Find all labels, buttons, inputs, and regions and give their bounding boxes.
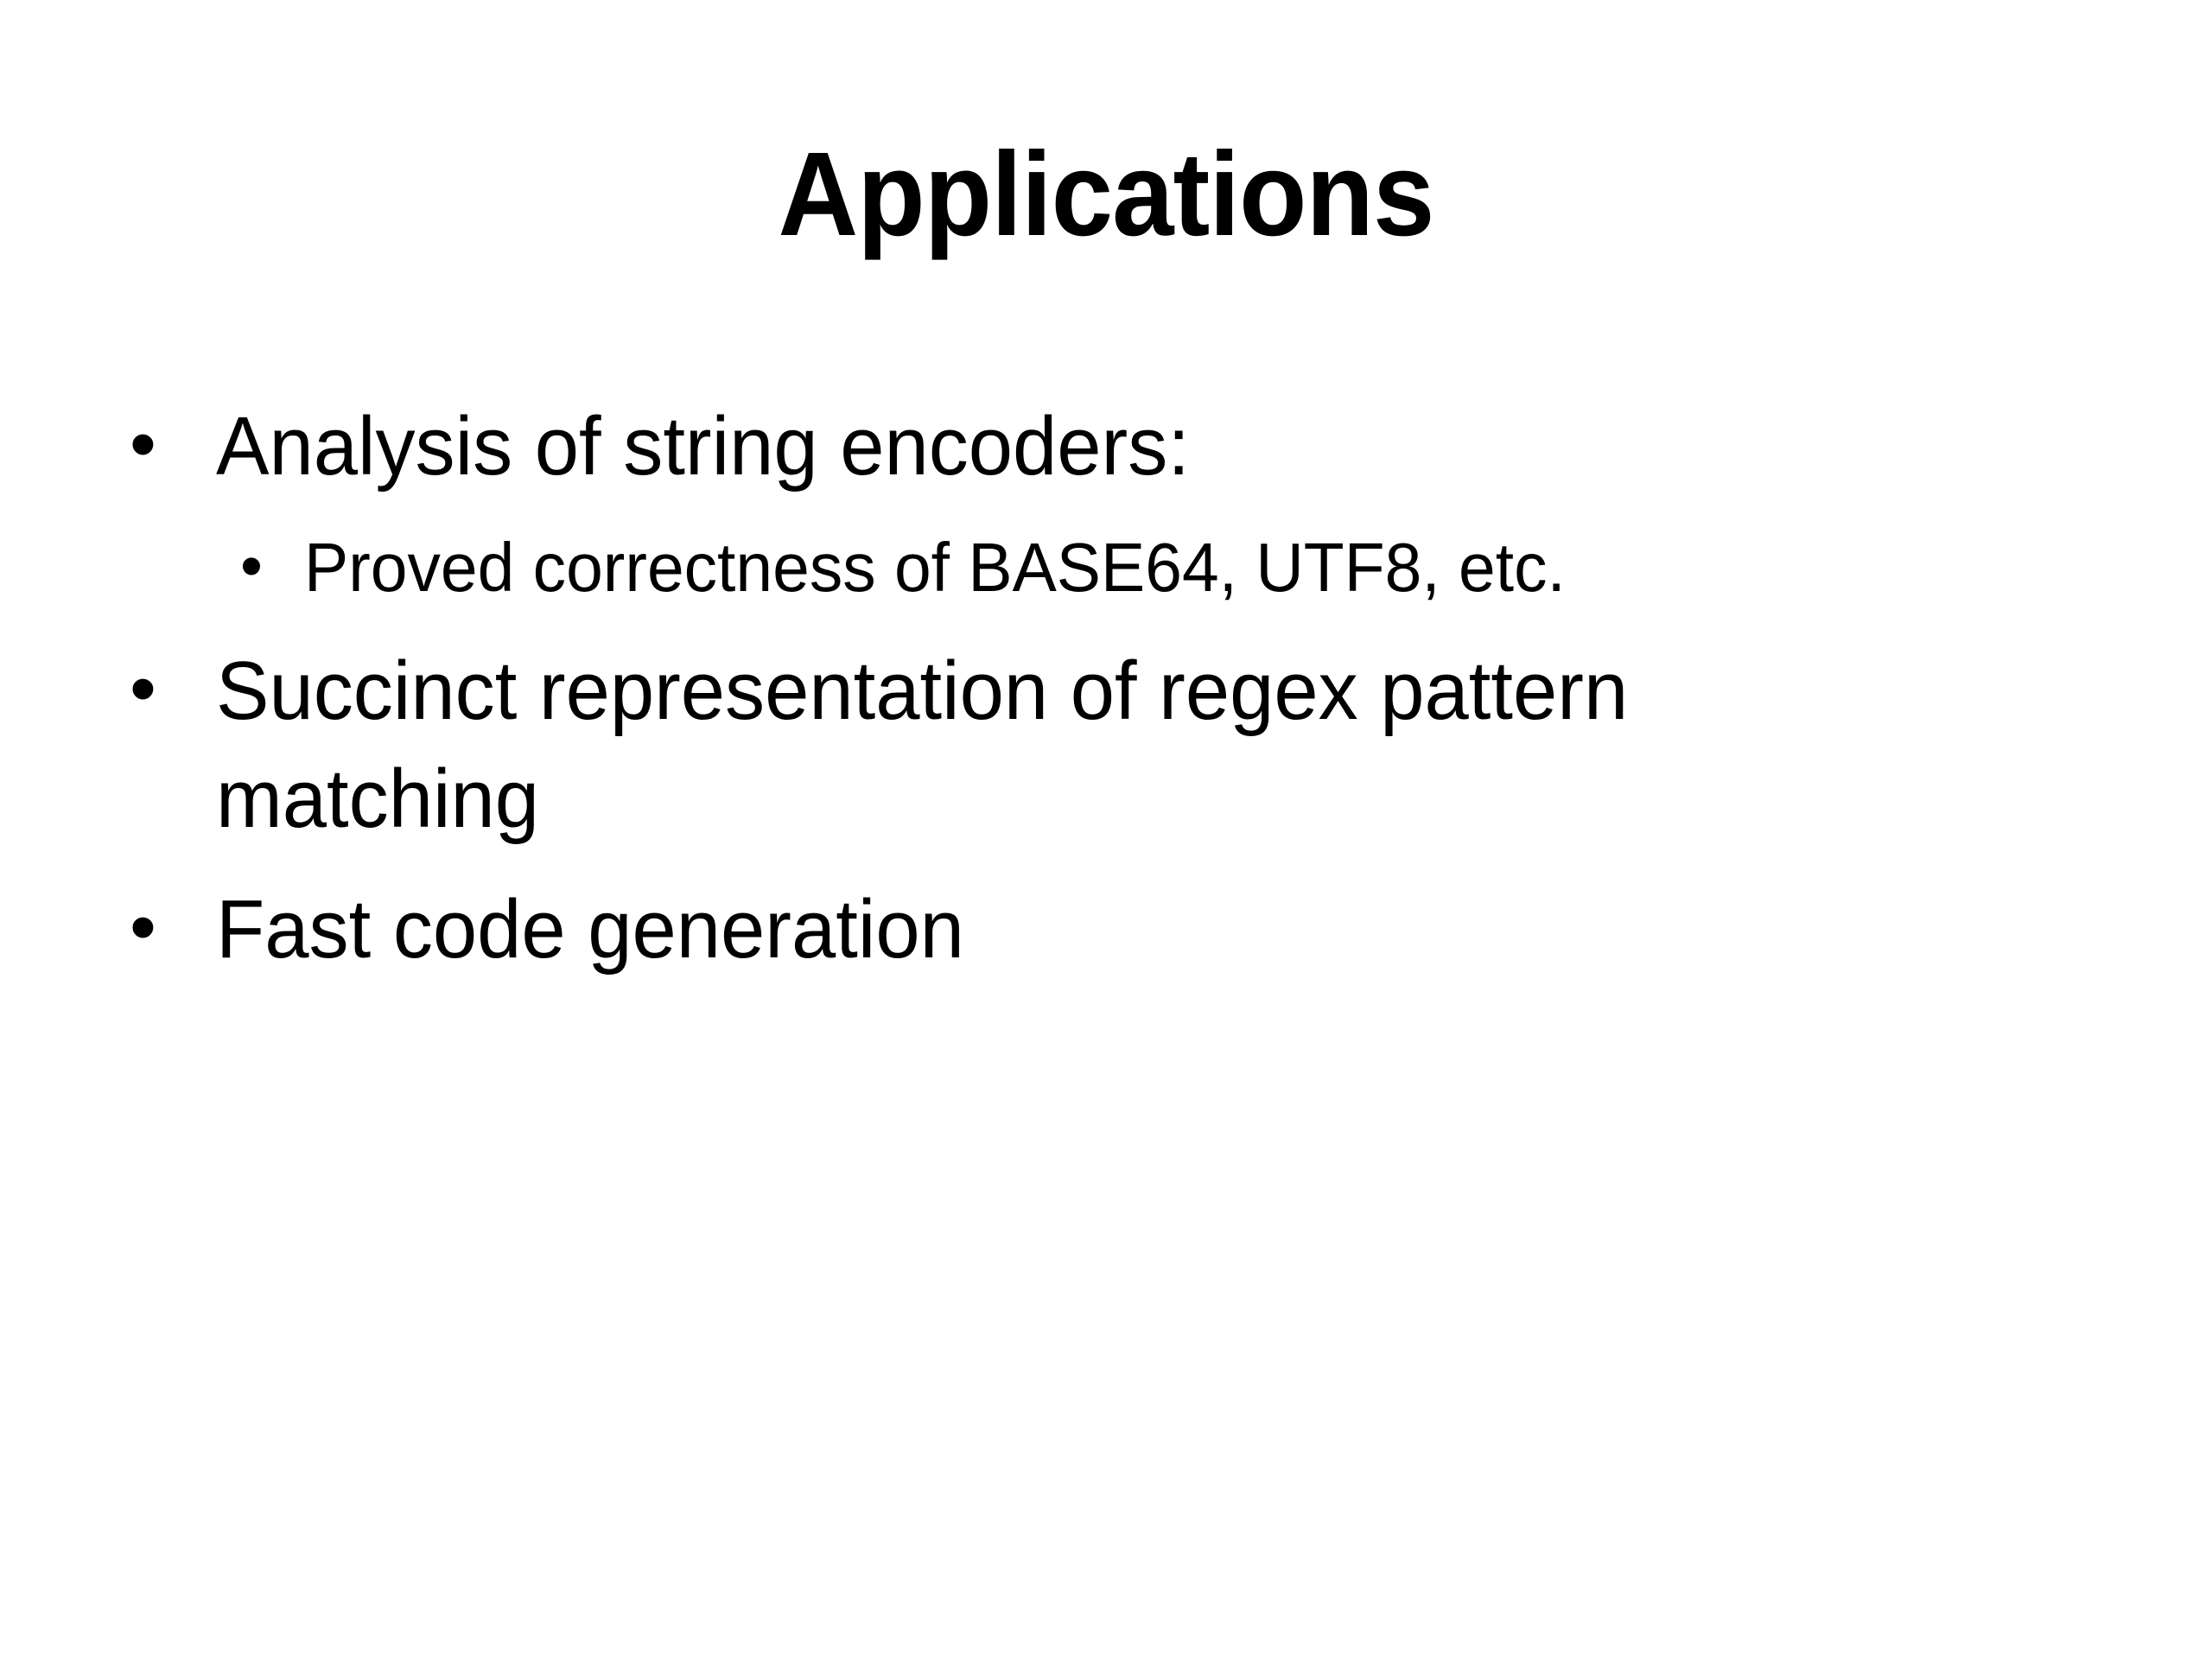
list-item: • Succinct representation of regex patte… (130, 638, 1858, 854)
list-item: • Analysis of string encoders: (130, 393, 1858, 501)
slide-body-content: • Analysis of string encoders: • Proved … (130, 393, 1858, 1007)
list-item-label: Analysis of string encoders: (216, 400, 1190, 493)
list-item-label: Proved correctness of BASE64, UTF8, etc. (304, 528, 1566, 606)
list-item: • Fast code generation (130, 876, 1858, 984)
page-title: Applications (778, 128, 1435, 261)
bullet-icon: • (130, 645, 156, 732)
list-item-label: Succinct representation of regex pattern… (216, 645, 1629, 845)
bullet-icon: • (240, 529, 263, 601)
bullet-icon: • (130, 883, 156, 969)
list-item: • Proved correctness of BASE64, UTF8, et… (130, 524, 1858, 612)
list-item-label: Fast code generation (216, 882, 964, 976)
bullet-icon: • (130, 401, 156, 486)
